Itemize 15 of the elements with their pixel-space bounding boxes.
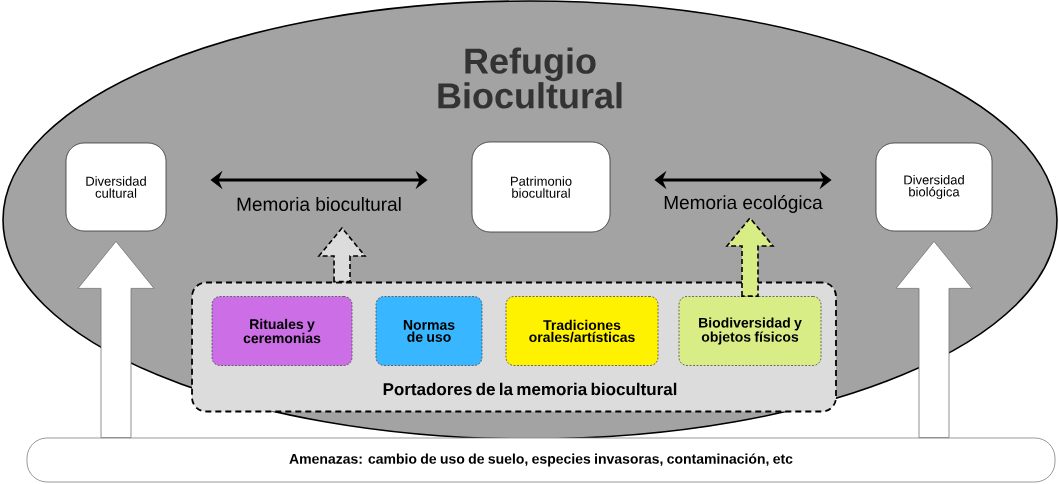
threat-band: Amenazas: cambio de uso de suelo, especies invasoras, contaminación, etc	[26, 437, 1056, 483]
edge-label: Memoria biocultural	[235, 196, 403, 212]
concept-box: Diversidad cultural	[65, 142, 167, 232]
block-arrow	[77, 241, 155, 438]
edge-label: Memoria ecológica	[662, 194, 824, 214]
carrier-box: Rituales y ceremonias	[211, 296, 353, 366]
concept-box: Patrimonio biocultural	[471, 141, 611, 233]
carrier-box: Normas de uso	[375, 296, 483, 366]
node-label: Amenazas: cambio de uso de suelo, especies invasoras, contaminación, etc	[289, 453, 793, 467]
carrier-box: Tradiciones orales/artísticas	[505, 296, 659, 366]
block-arrow	[725, 216, 775, 297]
block-arrow	[317, 226, 367, 283]
carrier-box: Biodiversidad y objetos físicos	[678, 296, 822, 366]
block-arrow	[895, 241, 973, 438]
concept-box: Diversidad biológica	[875, 142, 993, 232]
